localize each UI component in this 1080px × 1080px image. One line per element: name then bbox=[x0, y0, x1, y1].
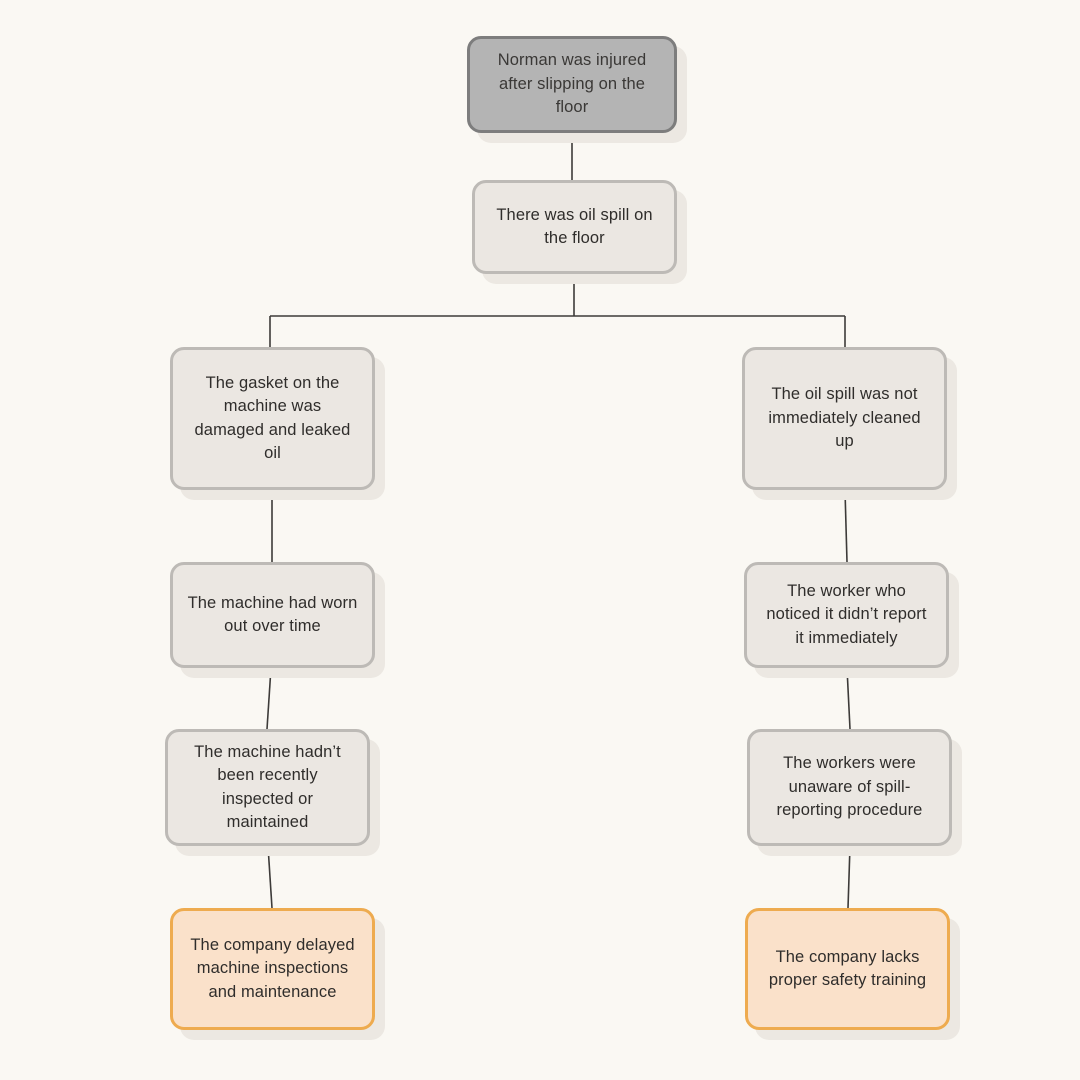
node-not-cleaned[interactable]: The oil spill was not immediately cleane… bbox=[742, 347, 947, 490]
node-lacks-training[interactable]: The company lacks proper safety training bbox=[745, 908, 950, 1030]
node-label: The machine hadn’t been recently inspect… bbox=[194, 742, 341, 831]
node-unaware-procedure[interactable]: The workers were unaware of spill-report… bbox=[747, 729, 952, 846]
node-oil-spill[interactable]: There was oil spill on the floor bbox=[472, 180, 677, 274]
node-not-inspected[interactable]: The machine hadn’t been recently inspect… bbox=[165, 729, 370, 846]
node-no-report[interactable]: The worker who noticed it didn’t report … bbox=[744, 562, 949, 668]
node-label: The oil spill was not immediately cleane… bbox=[768, 385, 921, 451]
node-label: The company lacks proper safety training bbox=[768, 947, 927, 989]
node-delayed-inspections[interactable]: The company delayed machine inspections … bbox=[170, 908, 375, 1030]
node-machine-worn[interactable]: The machine had worn out over time bbox=[170, 562, 375, 668]
node-label: Norman was injured after slipping on the… bbox=[497, 51, 647, 117]
node-label: The company delayed machine inspections … bbox=[190, 935, 355, 1001]
node-label: The gasket on the machine was damaged an… bbox=[194, 373, 351, 462]
edge-not-cleaned-to-no-report bbox=[844, 489, 848, 563]
node-problem[interactable]: Norman was injured after slipping on the… bbox=[467, 36, 677, 133]
node-label: There was oil spill on the floor bbox=[496, 205, 653, 247]
node-label: The machine had worn out over time bbox=[187, 593, 358, 635]
node-label: The workers were unaware of spill-report… bbox=[776, 754, 923, 820]
node-label: The worker who noticed it didn’t report … bbox=[766, 581, 927, 647]
node-gasket-damaged[interactable]: The gasket on the machine was damaged an… bbox=[170, 347, 375, 490]
